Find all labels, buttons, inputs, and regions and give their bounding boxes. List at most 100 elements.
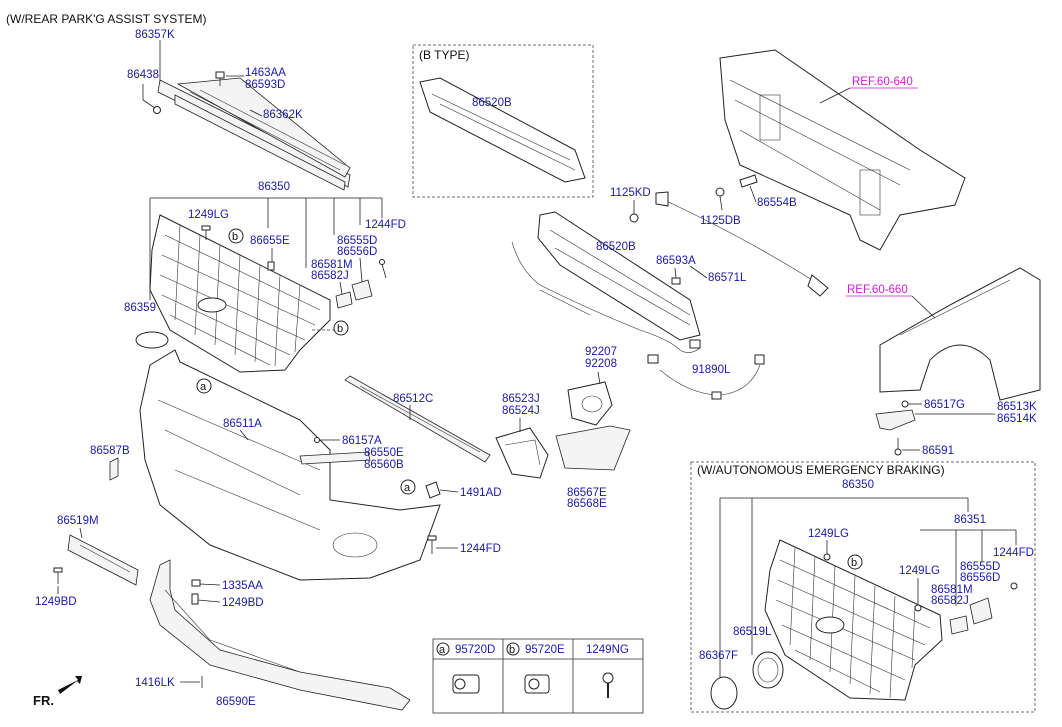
label-86357k: 86357K (135, 29, 175, 41)
part-aeb-86519l-ring (752, 651, 784, 689)
legend-circle-b: b (509, 644, 515, 656)
label-86554b: 86554B (757, 197, 797, 209)
clip-1335aa (191, 579, 201, 587)
ref-60-640: REF.60-640 (852, 76, 913, 88)
label-86524j: 86524J (502, 405, 540, 417)
legend-1249ng: 1249NG (586, 644, 629, 656)
label-1125kd: 1125KD (610, 187, 651, 199)
clip-86593a (671, 277, 681, 285)
part-86520b-btype (419, 77, 586, 183)
screw-1244fd (379, 259, 387, 279)
label-91890l: 91890L (692, 364, 731, 376)
aeb-label-1249lg-b: 1249LG (899, 565, 940, 577)
label-86438: 86438 (127, 69, 159, 81)
aeb-label-86581m: 86581M (931, 584, 973, 596)
part-92207-wiring (511, 241, 701, 364)
label-86520b: 86520B (596, 241, 636, 253)
aeb-label-86519l: 86519L (733, 626, 772, 638)
part-86567e-cover (555, 425, 631, 471)
label-92208: 92208 (585, 358, 617, 370)
part-86357k-strip (157, 79, 351, 191)
legend-95720d: 95720D (455, 644, 495, 656)
screw-1249bd-a (53, 567, 63, 584)
aeb-label-86556d: 86556D (960, 572, 1000, 584)
circle-a-lower-letter: a (404, 482, 411, 494)
label-1416lk: 1416LK (135, 677, 175, 689)
circle-b-lower-letter: b (337, 323, 343, 335)
part-86587b-bracket (109, 457, 119, 481)
circle-a-bumper (196, 378, 212, 394)
part-86519m-bracket (67, 534, 139, 586)
aeb-circle-b-letter: b (851, 557, 857, 569)
bolt-1125db (715, 187, 725, 211)
screw-1244fd-lower (427, 535, 437, 554)
label-86591: 86591 (922, 445, 954, 457)
header-rear-park-assist: (W/REAR PARK'G ASSIST SYSTEM) (6, 12, 207, 26)
label-86555d: 86555D (337, 235, 377, 247)
label-86513k: 86513K (997, 401, 1037, 413)
clip-86655e (267, 261, 275, 271)
aeb-label-86367f: 86367F (699, 650, 738, 662)
label-86523j: 86523J (502, 393, 540, 405)
label-86568e: 86568E (567, 498, 607, 510)
part-86350-grille (149, 214, 331, 373)
legend-95720e: 95720E (525, 644, 565, 656)
label-1249bd-a: 1249BD (35, 596, 77, 608)
label-86590e: 86590E (216, 696, 256, 708)
screw-1249bd-b (191, 593, 199, 605)
label-86571l: 86571L (708, 272, 747, 284)
label-86514k: 86514K (997, 413, 1037, 425)
part-aeb-86367f-cover (710, 676, 738, 710)
circle-b-lower (333, 320, 349, 336)
label-1244fd-lower: 1244FD (460, 543, 501, 555)
b-type-box (412, 44, 594, 198)
part-86512c-lower-grille (344, 375, 491, 463)
clip-1491ad (425, 481, 441, 499)
label-1335aa: 1335AA (222, 580, 263, 592)
part-fender (879, 267, 1041, 401)
screw-1249lg (201, 225, 211, 240)
circle-a-lower (400, 479, 416, 495)
bolt-1125kd (629, 200, 639, 223)
label-1244fd: 1244FD (365, 219, 406, 231)
part-86550e-molding (299, 437, 371, 465)
label-86359: 86359 (124, 302, 156, 314)
label-86511a: 86511A (223, 418, 262, 430)
aeb-circle-b (847, 554, 863, 570)
aeb-label-86350: 86350 (842, 479, 874, 491)
ref-60-660: REF.60-660 (847, 284, 908, 296)
aeb-label-86351: 86351 (954, 514, 986, 526)
label-86520b-btype: 86520B (472, 97, 512, 109)
label-1463aa: 1463AA (245, 67, 286, 79)
part-86359-emblem (135, 331, 169, 349)
label-1125db: 1125DB (700, 215, 741, 227)
part-86520b (537, 211, 701, 341)
label-86593a: 86593A (656, 255, 696, 267)
label-92207: 92207 (585, 346, 617, 358)
circle-b-upper (228, 228, 244, 244)
screw-1463aa (215, 71, 225, 86)
part-86571l-reinforcement (655, 191, 829, 297)
part-86511a-bumper (139, 349, 441, 581)
header-autonomous-braking: (W/AUTONOMOUS EMERGENCY BRAKING) (697, 463, 945, 477)
label-86655e: 86655E (250, 235, 290, 247)
part-86523j-bezel (495, 427, 549, 479)
part-91890l-wiring (659, 354, 765, 400)
aeb-box (690, 461, 1036, 713)
part-86362k-garnish (176, 77, 351, 178)
part-aeb-86350-grille (764, 539, 943, 701)
label-86560b: 86560B (364, 459, 404, 471)
part-radiator-support (719, 49, 966, 251)
part-aeb-bracket (823, 553, 1018, 635)
circle-b-upper-letter: b (232, 231, 238, 243)
label-1491ad: 1491AD (460, 487, 502, 499)
label-1249bd-b: 1249BD (222, 597, 264, 609)
circle-a-bumper-letter: a (200, 381, 207, 393)
label-1249lg: 1249LG (188, 209, 229, 221)
label-86556d: 86556D (337, 246, 377, 258)
label-86157a: 86157A (342, 435, 382, 447)
label-86587b: 86587B (90, 445, 130, 457)
part-86555d-sensor-bracket (351, 279, 373, 301)
label-86519m: 86519M (57, 515, 99, 527)
header-b-type: (B TYPE) (419, 48, 469, 62)
